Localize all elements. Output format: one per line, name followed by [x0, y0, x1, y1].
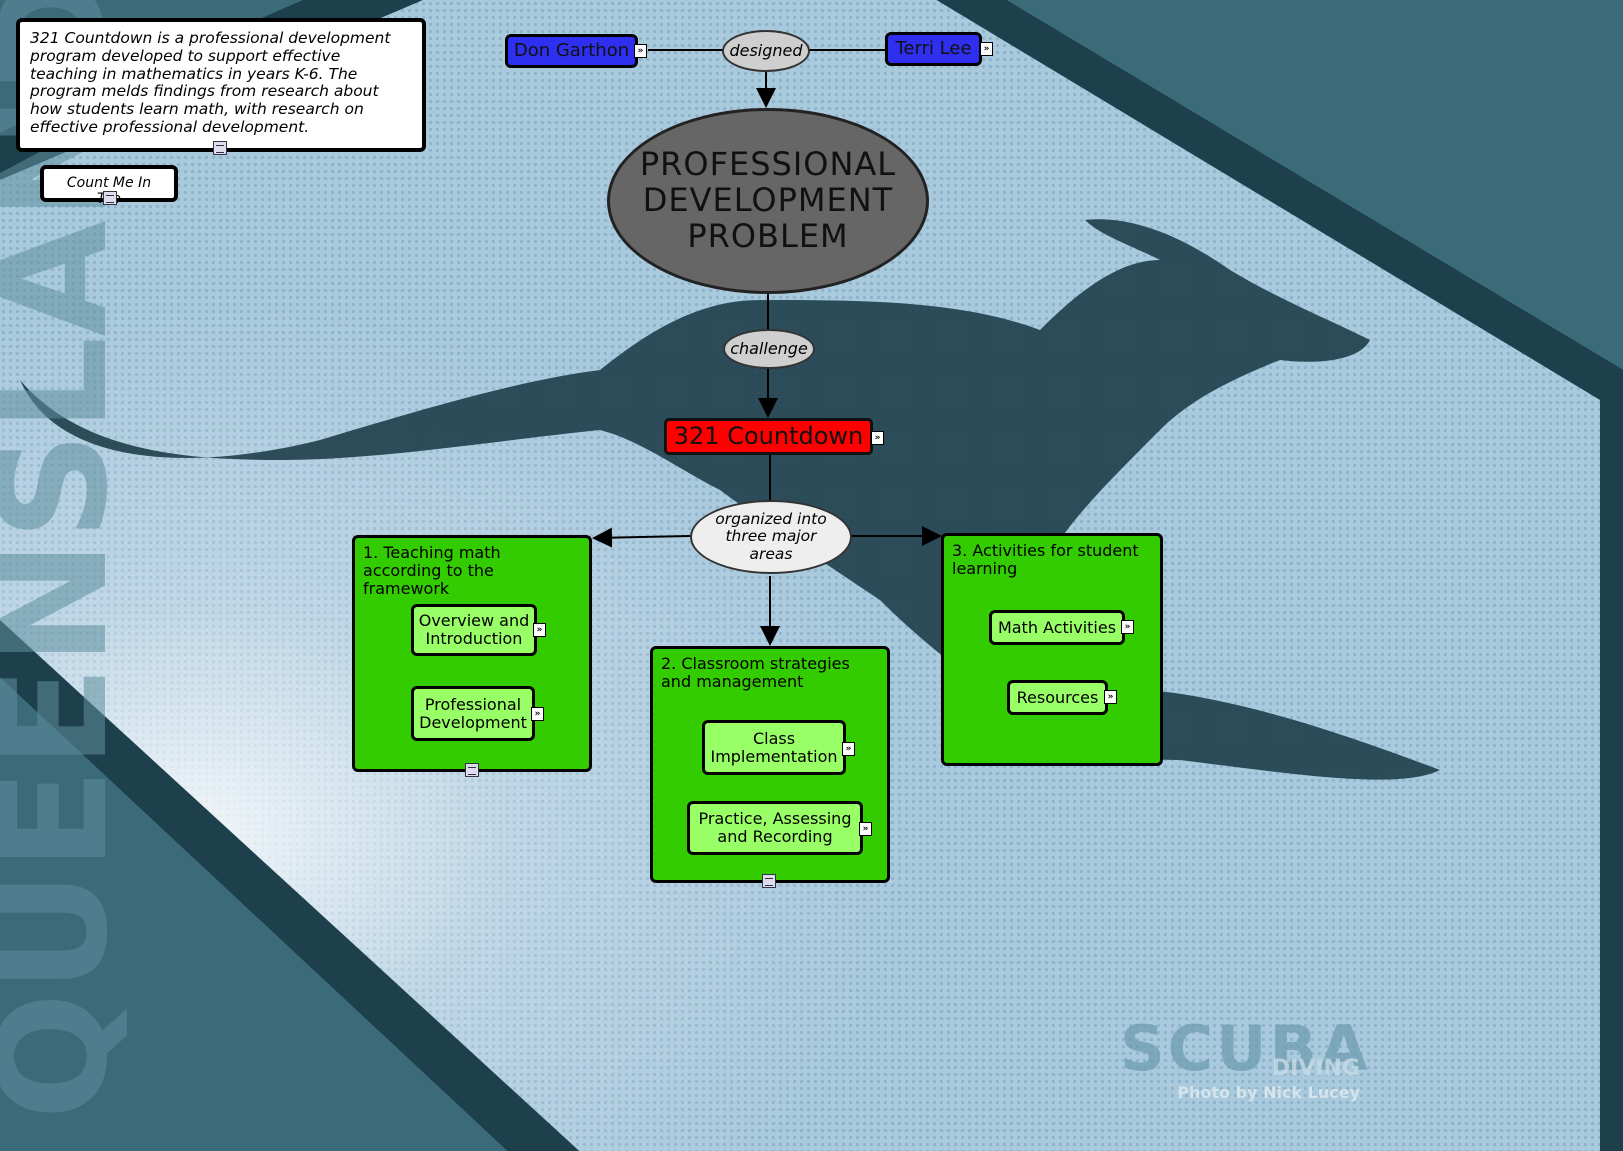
- link-arrow-icon[interactable]: »: [533, 623, 546, 637]
- item-practice-assessing-recording[interactable]: Practice, Assessing and Recording: [687, 801, 863, 855]
- item-label: Class Implementation: [710, 728, 838, 766]
- program-321-countdown[interactable]: 321 Countdown: [664, 418, 873, 455]
- item-label: Overview and Introduction: [418, 611, 530, 648]
- watermark-sub: DIVING: [1271, 1056, 1360, 1081]
- main-concept[interactable]: PROFESSIONAL DEVELOPMENT PROBLEM: [607, 108, 929, 294]
- area-title: 1. Teaching math according to the framew…: [363, 543, 501, 598]
- item-label: Practice, Assessing and Recording: [698, 809, 852, 846]
- item-class-implementation[interactable]: Class Implementation: [702, 720, 846, 775]
- diving-watermark: DIVING: [1200, 1056, 1360, 1081]
- program-label: 321 Countdown: [673, 422, 864, 451]
- item-overview-and-introduction[interactable]: Overview and Introduction: [411, 604, 537, 656]
- item-label: Math Activities: [997, 617, 1117, 637]
- document-icon[interactable]: [103, 191, 117, 205]
- scuba-watermark: SCUBA: [1120, 1012, 1368, 1085]
- link-arrow-icon[interactable]: »: [634, 44, 647, 58]
- link-arrow-icon[interactable]: »: [980, 42, 993, 56]
- item-resources[interactable]: Resources: [1007, 680, 1108, 715]
- item-label: Resources: [1016, 687, 1099, 707]
- watermark-title: SCUBA: [1120, 1012, 1371, 1085]
- area-title: 3. Activities for student learning: [952, 541, 1139, 578]
- link-arrow-icon[interactable]: »: [1104, 690, 1117, 704]
- link-arrow-icon[interactable]: »: [1121, 620, 1134, 634]
- main-concept-label: PROFESSIONAL DEVELOPMENT PROBLEM: [639, 145, 897, 255]
- link-arrow-icon[interactable]: »: [859, 822, 872, 836]
- link-organized: organized into three major areas: [690, 500, 852, 574]
- author-label: Terri Lee: [895, 37, 972, 59]
- photo-credit: Photo by Nick Lucey: [1140, 1083, 1360, 1102]
- document-icon[interactable]: [762, 874, 776, 888]
- item-math-activities[interactable]: Math Activities: [989, 610, 1125, 645]
- author-terri-lee[interactable]: Terri Lee: [885, 32, 982, 66]
- document-icon[interactable]: [465, 763, 479, 777]
- link-arrow-icon[interactable]: »: [842, 742, 855, 756]
- link-designed: designed: [722, 30, 810, 72]
- area-3-activities[interactable]: 3. Activities for student learning: [941, 533, 1163, 766]
- link-arrow-icon[interactable]: »: [531, 707, 544, 721]
- link-organized-label: organized into three major areas: [715, 509, 827, 563]
- document-icon[interactable]: [213, 141, 227, 155]
- item-label: Professional Development: [419, 694, 527, 732]
- link-designed-label: designed: [729, 41, 803, 61]
- author-label: Don Garthon: [513, 39, 630, 61]
- link-arrow-icon[interactable]: »: [871, 431, 884, 445]
- author-don-garthon[interactable]: Don Garthon: [505, 34, 638, 68]
- area-title: 2. Classroom strategies and management: [661, 654, 850, 691]
- description-note[interactable]: 321 Countdown is a professional developm…: [16, 18, 426, 152]
- photo-credit-text: Photo by Nick Lucey: [1177, 1083, 1360, 1102]
- item-professional-development[interactable]: Professional Development: [411, 686, 535, 741]
- link-challenge-label: challenge: [730, 339, 808, 359]
- link-challenge: challenge: [723, 329, 815, 369]
- description-text: 321 Countdown is a professional developm…: [30, 29, 391, 137]
